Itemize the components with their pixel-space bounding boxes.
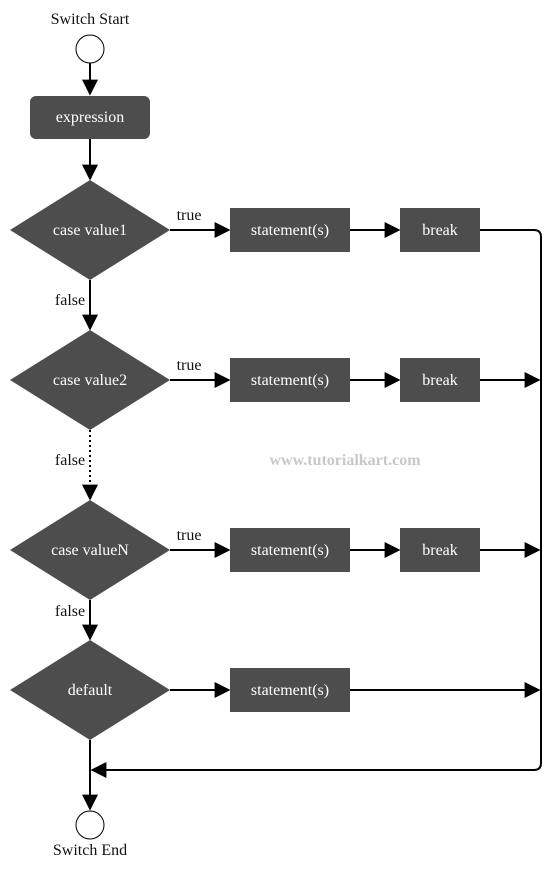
statement1-label: statement(s) [251, 222, 329, 239]
default-statement-node [230, 668, 350, 712]
case-valueN-decision [10, 500, 170, 600]
statement1-node [230, 208, 350, 252]
nodes: Switch Start expression case value1 true… [10, 11, 480, 859]
case2-false-label: false [55, 452, 85, 469]
case1-false-label: false [55, 292, 85, 309]
statementN-label: statement(s) [251, 542, 329, 559]
case2-true-label: true [177, 357, 202, 374]
caseN-false-label: false [55, 603, 85, 620]
end-node [75, 810, 105, 840]
end-label: Switch End [53, 842, 127, 859]
break2-label: break [422, 372, 458, 389]
break1-node [400, 208, 480, 252]
breakN-node [400, 528, 480, 572]
start-node [75, 34, 105, 64]
case-value2-decision [10, 330, 170, 430]
breakN-label: break [422, 542, 458, 559]
case-valueN-label: case valueN [51, 542, 129, 559]
statement2-label: statement(s) [251, 372, 329, 389]
caseN-true-label: true [177, 527, 202, 544]
statement2-node [230, 358, 350, 402]
case-value1-decision [10, 180, 170, 280]
default-label: default [68, 682, 113, 699]
case-value1-label: case value1 [53, 222, 127, 239]
watermark-text: www.tutorialkart.com [269, 452, 421, 469]
start-label: Switch Start [51, 11, 130, 28]
edge-right-bus [90, 229, 542, 778]
break1-label: break [422, 222, 458, 239]
statementN-node [230, 528, 350, 572]
case1-true-label: true [177, 207, 202, 224]
default-statement-label: statement(s) [251, 682, 329, 699]
break2-node [400, 358, 480, 402]
default-decision [10, 640, 170, 740]
expression-node [30, 96, 150, 139]
case-value2-label: case value2 [53, 372, 127, 389]
expression-label: expression [56, 109, 124, 126]
edges [82, 63, 542, 811]
